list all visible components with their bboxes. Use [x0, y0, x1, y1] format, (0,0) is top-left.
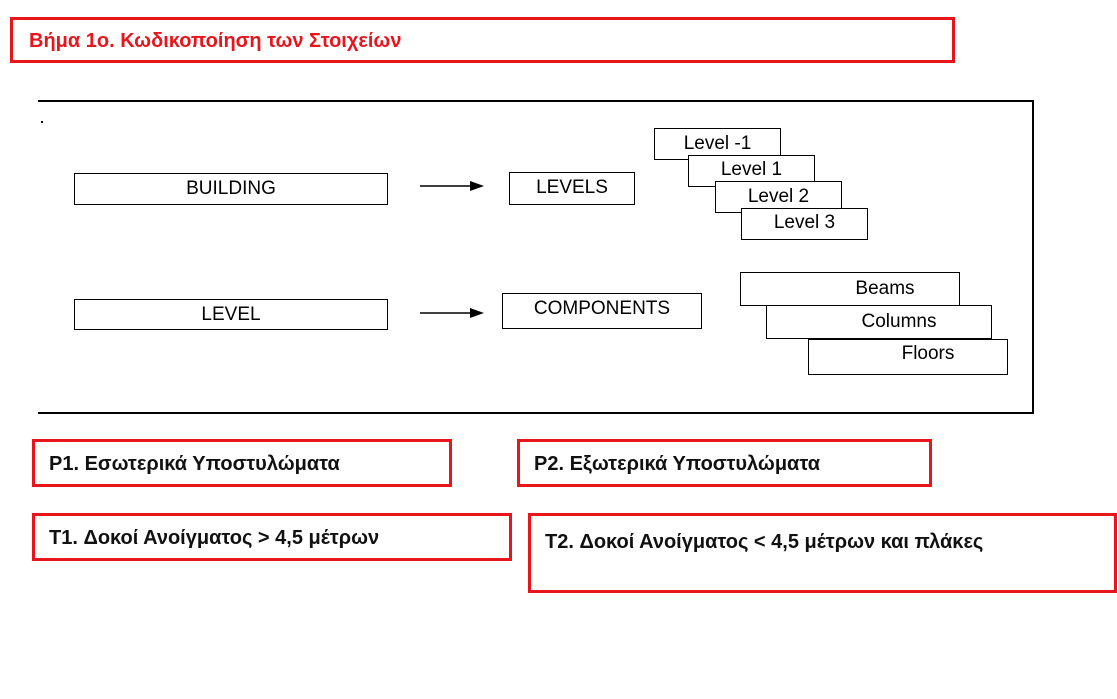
level-item-3: Level 3: [741, 208, 868, 240]
building-box: BUILDING: [74, 173, 388, 205]
component-item-floors: Floors: [808, 339, 1008, 375]
arrow-building-to-levels: [420, 181, 484, 191]
level-box: LEVEL: [74, 299, 388, 330]
levels-box: LEVELS: [509, 172, 635, 205]
components-box: COMPONENTS: [502, 293, 702, 329]
t2-short-span-beams-slabs-box: T2. Δοκοί Ανοίγματος < 4,5 μέτρων και πλ…: [528, 513, 1117, 593]
diagram-top-border: [38, 100, 1034, 102]
component-item-beams: Beams: [740, 272, 960, 306]
p2-external-columns-box: P2. Εξωτερικά Υποστυλώματα: [517, 439, 932, 487]
slide-title: Βήμα 1ο. Κωδικοποίηση των Στοιχείων: [10, 17, 955, 63]
p1-internal-columns-box: P1. Εσωτερικά Υποστυλώματα: [32, 439, 452, 487]
level-item-2: Level 2: [715, 181, 842, 213]
diagram-bottom-border: [38, 412, 1034, 414]
hierarchy-diagram: BUILDING LEVELS Level -1 Level 1 Level 2…: [38, 100, 1034, 414]
component-item-columns: Columns: [766, 305, 992, 339]
diagram-right-border: [1032, 100, 1034, 414]
t1-long-span-beams-box: T1. Δοκοί Ανοίγματος > 4,5 μέτρων: [32, 513, 512, 561]
stray-dot: [41, 121, 43, 123]
arrow-level-to-components: [420, 308, 484, 318]
level-item-minus1: Level -1: [654, 128, 781, 160]
